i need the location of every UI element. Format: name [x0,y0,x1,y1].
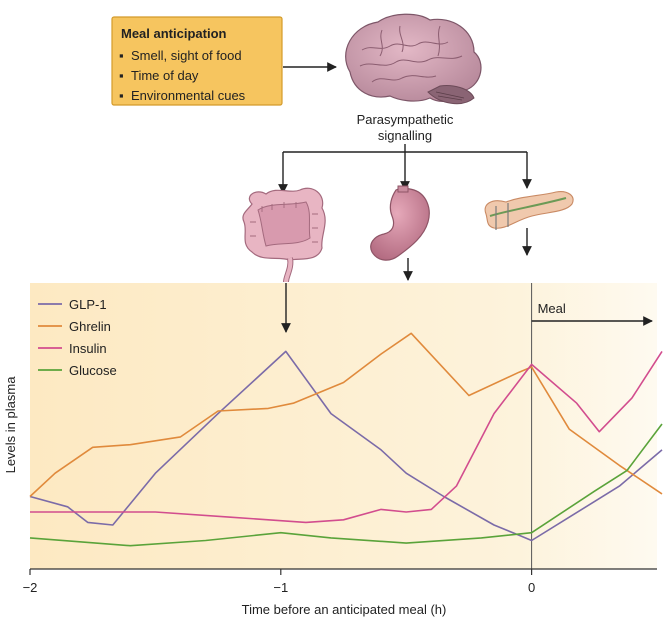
anticipation-item: Environmental cues [131,88,246,103]
anticipation-item: Smell, sight of food [131,48,242,63]
intestine-icon [242,187,326,283]
pancreas-icon [484,191,574,230]
x-tick-label: −2 [23,580,38,595]
meal-label: Meal [538,301,566,316]
series-line-glucose [29,423,663,547]
anticipation-item-bullet: ▪ [119,48,124,63]
anticipation-box: Meal anticipation ▪ Smell, sight of food… [111,16,283,106]
brain-caption: Parasympathetic [357,112,454,127]
legend-label: Insulin [69,341,107,356]
series-line-glp-1 [29,350,663,542]
anticipation-item: Time of day [131,68,199,83]
x-axis-label: Time before an anticipated meal (h) [242,602,447,617]
chart-background [30,283,657,569]
series-line-ghrelin [29,332,663,498]
y-axis-label: Levels in plasma [3,376,18,474]
series-line-insulin [30,350,663,524]
brain-caption: signalling [378,128,432,143]
legend-label: GLP-1 [69,297,107,312]
anticipation-box-background [111,16,283,106]
brain-icon [345,13,482,105]
signalling-arrows [278,144,532,194]
legend-label: Ghrelin [69,319,111,334]
anticipation-item-bullet: ▪ [119,88,124,103]
anticipation-title: Meal anticipation [121,26,227,41]
stomach-icon [370,185,430,261]
anticipation-item-bullet: ▪ [119,68,124,83]
legend-label: Glucose [69,363,117,378]
x-tick-label: 0 [528,580,535,595]
x-tick-label: −1 [273,580,288,595]
